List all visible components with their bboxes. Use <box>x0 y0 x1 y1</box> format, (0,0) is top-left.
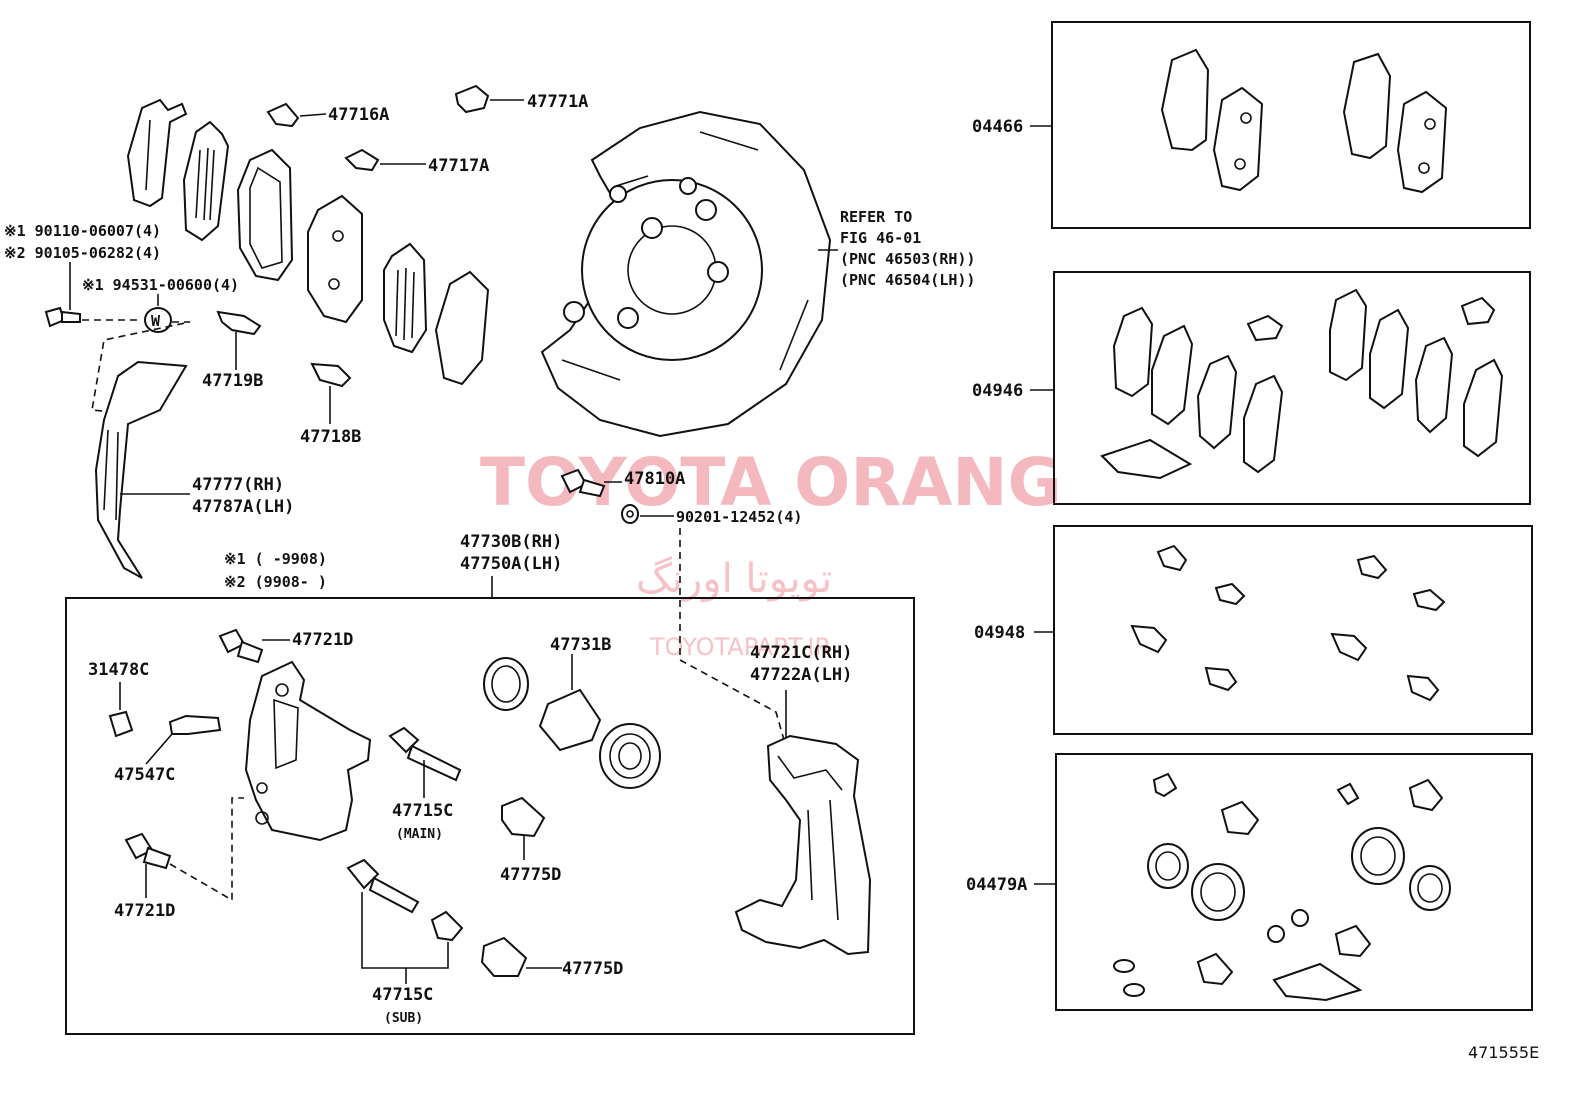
label-refer-rh: (PNC 46503(RH)) <box>840 250 975 268</box>
slide-bushing-47775D-b[interactable] <box>480 936 562 977</box>
kit-04946-shims <box>1100 288 1504 480</box>
label-47810A: 47810A <box>624 469 685 489</box>
label-47721D-bottom: 47721D <box>114 901 175 921</box>
label-bolt-90105: ※2 90105-06282(4) <box>4 244 161 262</box>
note-1: ※1 ( -9908) <box>224 550 327 568</box>
piston-boot[interactable] <box>599 723 661 789</box>
label-shield-lh: 47787A(LH) <box>192 497 294 517</box>
brake-pad-outer[interactable] <box>236 148 294 282</box>
label-47718B: 47718B <box>300 427 361 447</box>
note-2: ※2 (9908- ) <box>224 573 327 591</box>
washer-90201[interactable] <box>621 504 674 524</box>
disc-brake-dust-cover[interactable] <box>540 110 838 438</box>
label-sub-note: (SUB) <box>384 1011 423 1026</box>
label-refer-fig: FIG 46-01 <box>840 229 921 247</box>
label-47547C: 47547C <box>114 765 175 785</box>
label-main-note: (MAIN) <box>396 827 443 842</box>
label-90201: 90201-12452(4) <box>676 508 802 526</box>
slide-pin-sub[interactable] <box>346 858 464 984</box>
label-47715C-sub: 47715C <box>372 985 433 1005</box>
pad-support-plate-47718B[interactable] <box>310 362 352 424</box>
label-31478C: 31478C <box>88 660 149 680</box>
bleeder-plug-47547C[interactable] <box>145 714 222 765</box>
diagram-code: 471555E <box>1468 1043 1539 1062</box>
svg-text:W: W <box>151 312 161 330</box>
caliper-assembly-box <box>65 597 915 1035</box>
label-47717A: 47717A <box>428 156 489 176</box>
washer-icon[interactable]: W <box>144 307 172 333</box>
label-bolt-90110: ※1 90110-06007(4) <box>4 222 161 240</box>
bolt-47721D-bottom[interactable] <box>124 832 172 898</box>
label-refer-to: REFER TO <box>840 208 912 226</box>
label-47716A: 47716A <box>328 105 389 125</box>
pad-support-plate-47719B[interactable] <box>216 310 262 370</box>
pad-wear-indicator-47717A[interactable] <box>344 148 426 172</box>
cylinder-body[interactable] <box>244 660 372 842</box>
bleeder-cap-31478C[interactable] <box>108 682 134 738</box>
label-shield-rh: 47777(RH) <box>192 475 284 495</box>
label-47715C-main: 47715C <box>392 801 453 821</box>
kit-box-04948[interactable] <box>1053 525 1533 735</box>
pad-shim-outer[interactable] <box>126 98 188 208</box>
bleeder-bolt-47810A[interactable] <box>560 468 622 498</box>
label-mount-rh: 47721C(RH) <box>750 643 852 663</box>
label-47731B: 47731B <box>550 635 611 655</box>
anti-squeal-clip-47771A[interactable] <box>454 84 524 114</box>
label-kit-04948: 04948 <box>974 623 1025 643</box>
label-kit-04466: 04466 <box>972 117 1023 137</box>
label-kit-04946: 04946 <box>972 381 1023 401</box>
label-caliper-rh: 47730B(RH) <box>460 532 562 552</box>
kit-box-04479A[interactable] <box>1055 753 1533 1011</box>
kit-04948-clips <box>1130 544 1446 702</box>
kit-04479A-seals <box>1113 772 1451 1002</box>
disc-brake-cylinder-shield[interactable] <box>94 360 190 579</box>
label-refer-lh: (PNC 46504(LH)) <box>840 271 975 289</box>
bolt-47721D-top[interactable] <box>218 628 290 664</box>
slide-pin-main[interactable] <box>388 726 462 798</box>
bolt[interactable] <box>44 306 81 328</box>
label-47719B: 47719B <box>202 371 263 391</box>
kit-04466-pads <box>1160 48 1448 194</box>
brake-pad-inner[interactable] <box>307 194 363 324</box>
piston-seal-ring[interactable] <box>483 657 529 711</box>
kit-box-04466[interactable] <box>1051 21 1531 229</box>
pad-shim-inner-2[interactable] <box>383 242 428 354</box>
piston-47731B[interactable] <box>538 654 602 752</box>
label-caliper-lh: 47750A(LH) <box>460 554 562 574</box>
label-47721D-top: 47721D <box>292 630 353 650</box>
kit-box-04946[interactable] <box>1053 271 1531 505</box>
caliper-mounting-bracket[interactable] <box>734 690 872 956</box>
label-washer-94531: ※1 94531-00600(4) <box>82 276 239 294</box>
label-kit-04479A: 04479A <box>966 875 1027 895</box>
label-47775D-b: 47775D <box>562 959 623 979</box>
watermark-persian: تویوتا اورنگ <box>636 556 832 602</box>
pad-wear-indicator-47716A[interactable] <box>266 102 327 128</box>
label-47775D-a: 47775D <box>500 865 561 885</box>
slide-bushing-47775D-a[interactable] <box>501 796 546 860</box>
pad-shim-outer-2[interactable] <box>434 270 490 386</box>
label-47771A: 47771A <box>527 92 588 112</box>
pad-shim-inner[interactable] <box>182 120 230 242</box>
label-mount-lh: 47722A(LH) <box>750 665 852 685</box>
